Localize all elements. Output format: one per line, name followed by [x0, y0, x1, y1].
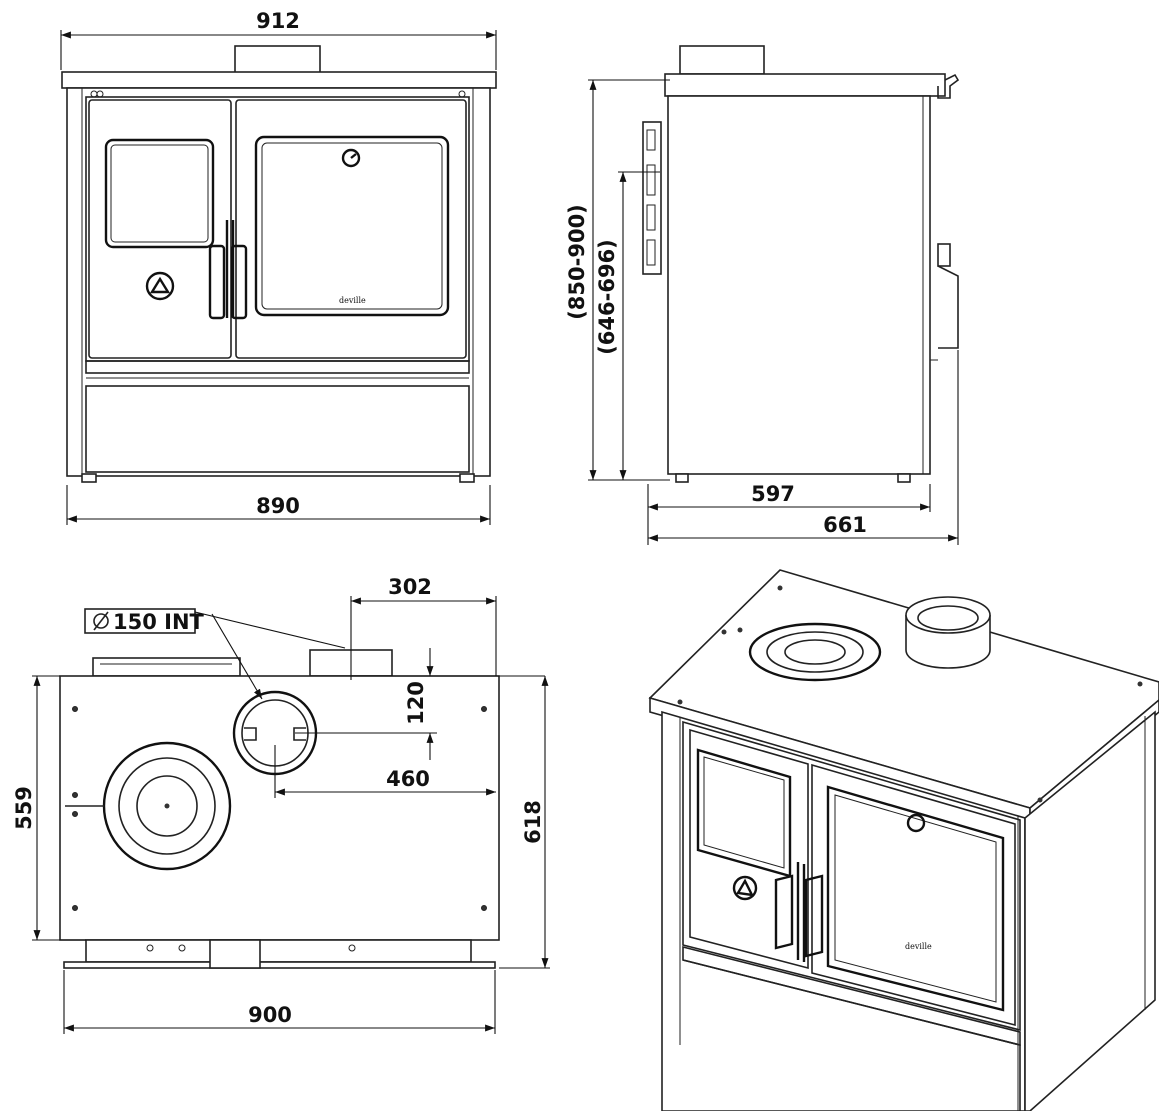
top-flue-offset-y-label: 120 [404, 681, 428, 725]
isometric-view: deville [648, 569, 1159, 1111]
svg-text:deville: deville [905, 942, 932, 951]
side-depth-body-label: 597 [751, 482, 795, 506]
side-depth-total-label: 661 [823, 513, 867, 537]
front-top-width-label: 912 [256, 9, 300, 33]
top-depth-body-label: 559 [12, 786, 36, 830]
side-view: (850-900) (646-696) 597 661 [565, 45, 960, 545]
top-flue-offset-x-label: 302 [388, 575, 432, 599]
top-view: 302 120 460 559 618 900 150 INT [12, 575, 550, 1034]
side-total-height-label: (850-900) [565, 204, 589, 320]
flue-diameter-label: 150 INT [113, 610, 205, 634]
top-width-label: 900 [248, 1003, 292, 1027]
side-oven-height-label: (646-696) [595, 239, 619, 355]
top-flue-center-label: 460 [386, 767, 430, 791]
diameter-icon [93, 611, 109, 631]
thermometer-icon [341, 148, 361, 168]
air-regulator-icon [145, 271, 175, 301]
brand-logo: deville [339, 296, 366, 305]
front-view: deville 912 890 [60, 9, 497, 525]
top-depth-total-label: 618 [521, 800, 545, 844]
front-base-width-label: 890 [256, 494, 300, 518]
